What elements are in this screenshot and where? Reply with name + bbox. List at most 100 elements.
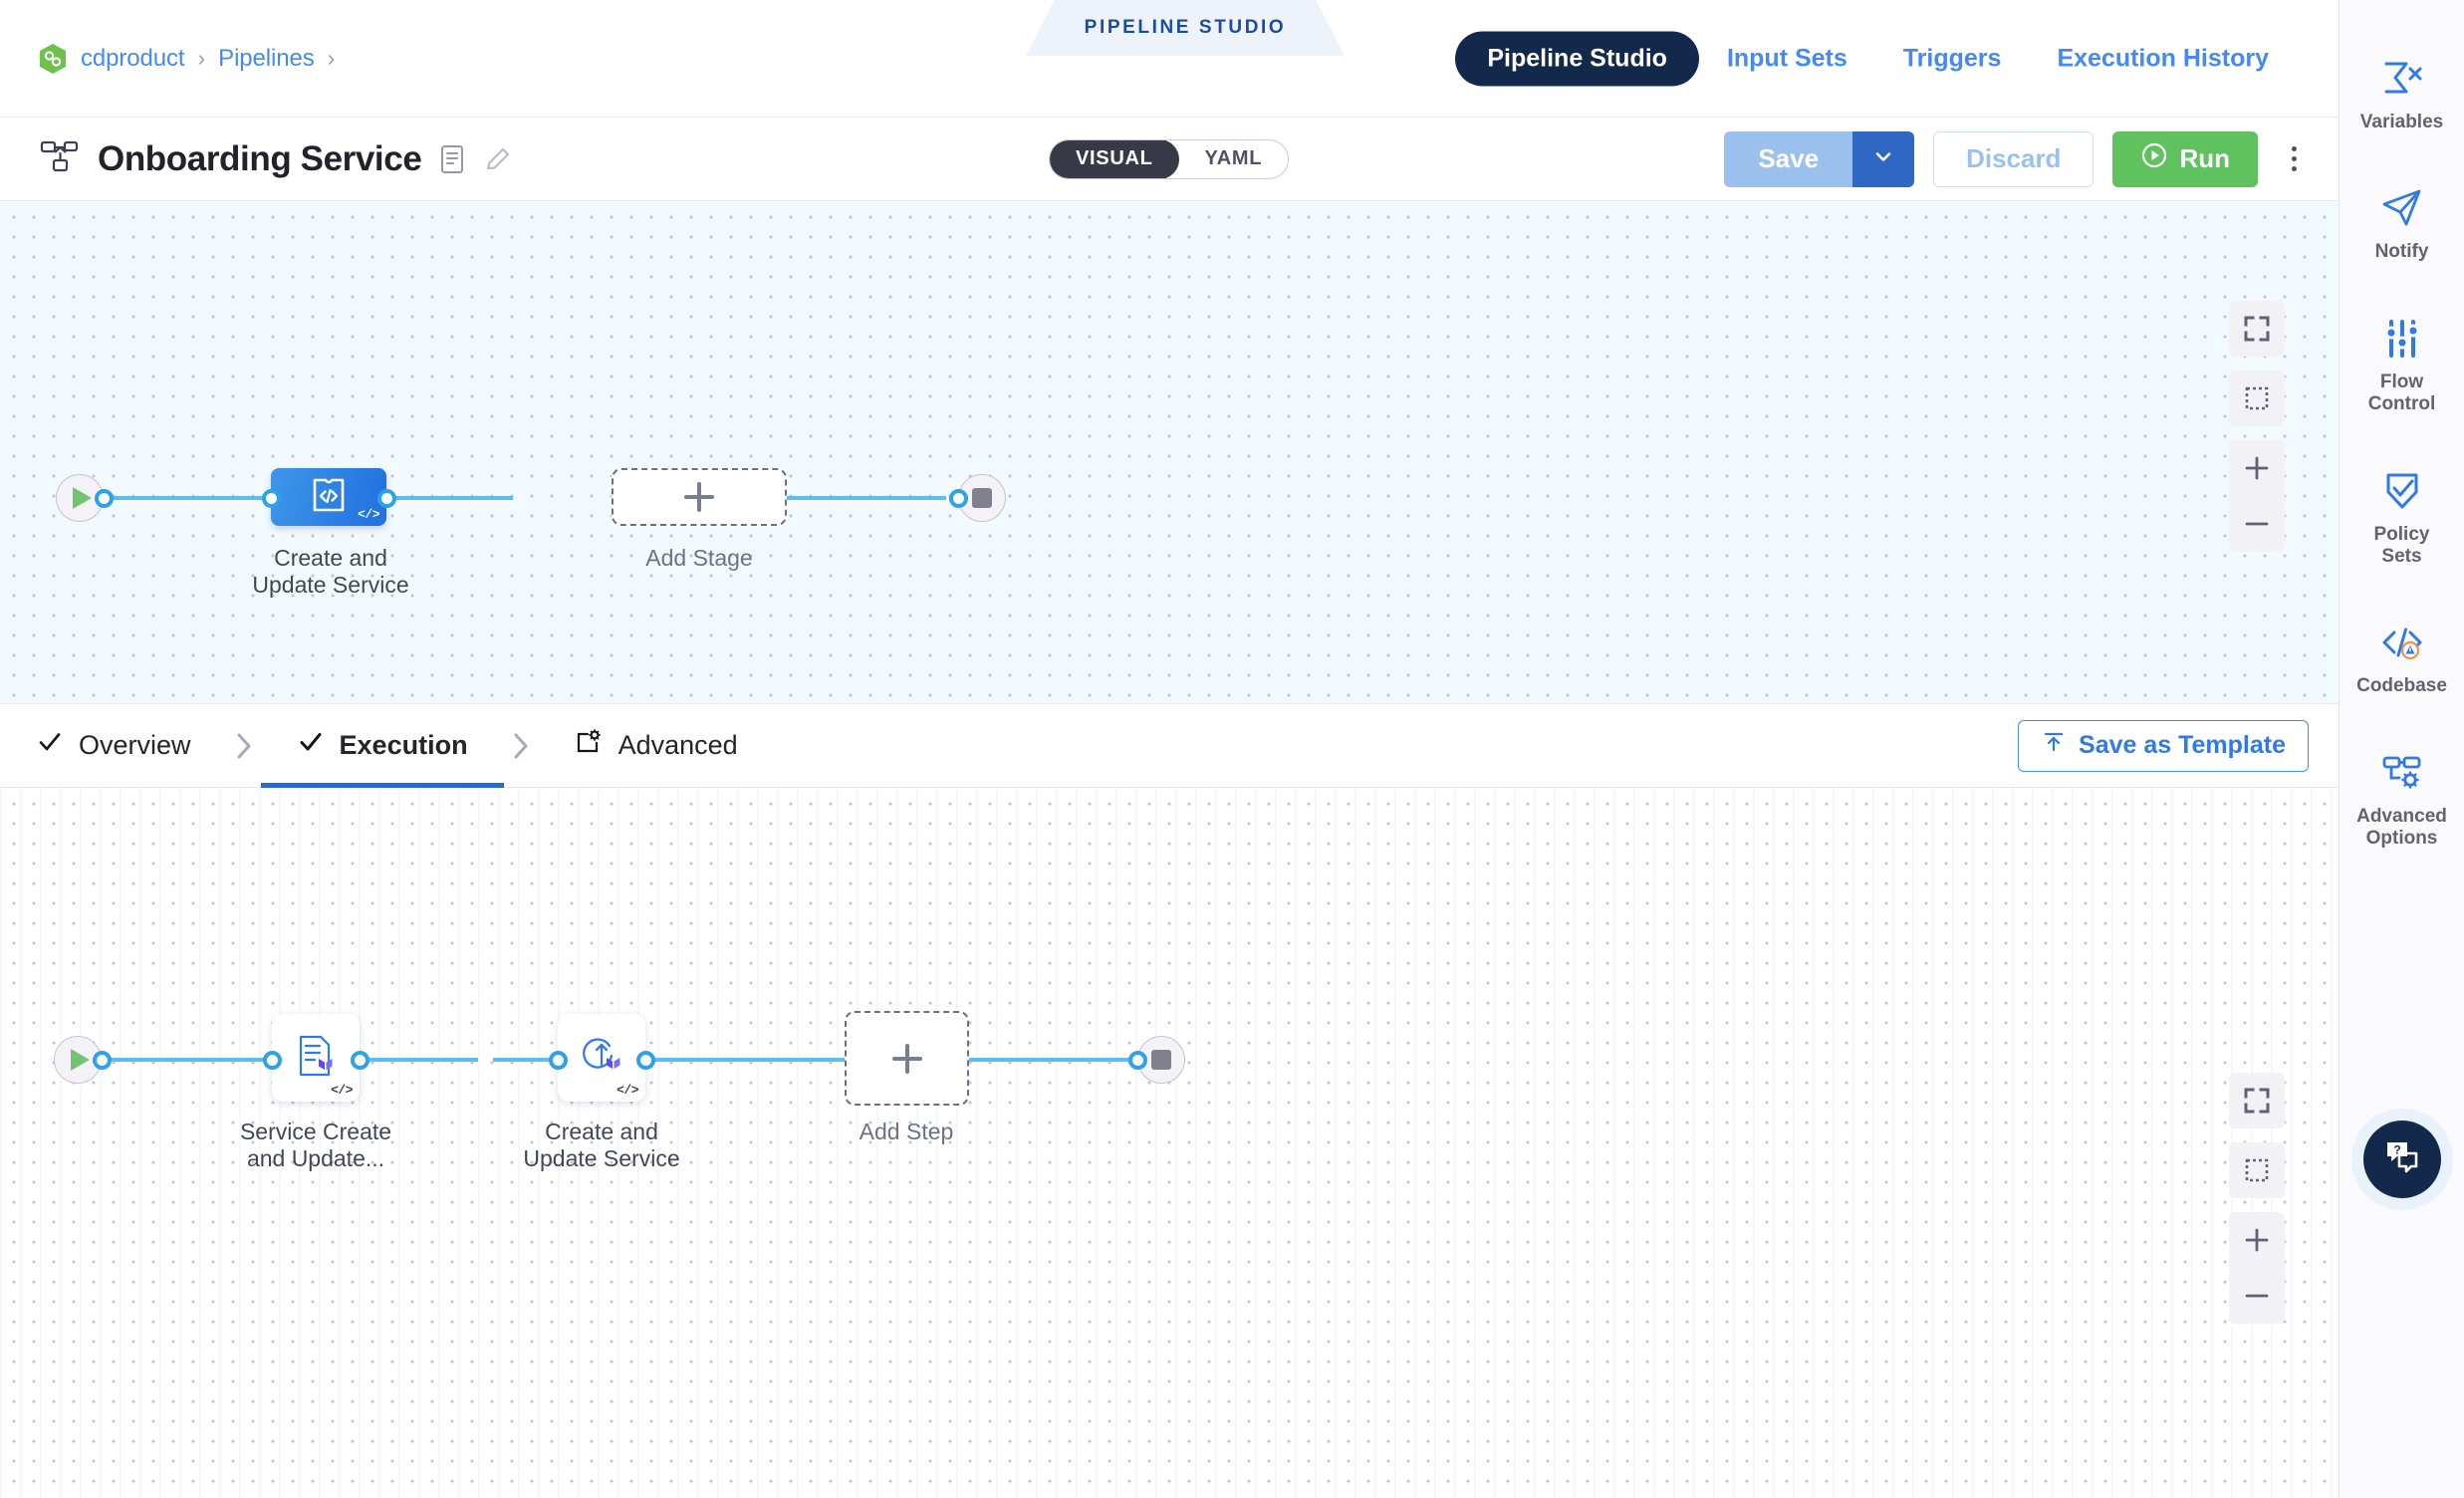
sidebar-item-variables[interactable]: Variables — [2340, 30, 2464, 159]
pipeline-title-bar: Onboarding Service VISUAL YAML — [0, 118, 2339, 201]
toggle-option-visual[interactable]: VISUAL — [1050, 139, 1179, 179]
add-step-label: Add Step — [787, 1119, 1026, 1145]
discard-button[interactable]: Discard — [1933, 131, 2094, 187]
tab-execution[interactable]: Execution — [261, 704, 504, 787]
right-sidebar: Variables Notify Flow Control — [2339, 0, 2464, 1498]
tab-execution-history[interactable]: Execution History — [2029, 31, 2297, 86]
connector-port[interactable] — [95, 489, 114, 508]
stage-canvas[interactable]: </> Create and Update Service Add Stage — [0, 201, 2339, 704]
connector-port[interactable] — [1128, 1051, 1147, 1070]
template-badge: </> — [358, 507, 379, 522]
save-button[interactable]: Save — [1724, 131, 1852, 187]
connector-port[interactable] — [262, 489, 281, 508]
sidebar-item-label: Flow Control — [2368, 372, 2436, 416]
step-node-label: Service Create and Update... — [196, 1119, 435, 1172]
tab-input-sets[interactable]: Input Sets — [1699, 31, 1875, 86]
step-node-create-and-update-service[interactable]: </> — [558, 1014, 645, 1102]
template-badge: </> — [616, 1083, 638, 1098]
sidebar-item-flow-control[interactable]: Flow Control — [2340, 290, 2464, 442]
connector-line — [493, 1058, 852, 1062]
help-chat-icon: ? — [2381, 1138, 2423, 1181]
breadcrumb-item-cdproduct[interactable]: cdproduct — [81, 45, 185, 73]
play-start-icon — [73, 487, 92, 509]
title-left-group: Onboarding Service — [0, 139, 513, 179]
breadcrumb-separator: › — [328, 45, 336, 72]
help-chat-button[interactable]: ? — [2363, 1121, 2441, 1198]
custom-stage-icon — [308, 474, 350, 521]
paper-plane-icon — [2380, 185, 2424, 231]
stage-node-create-and-update-service[interactable]: </> — [271, 468, 386, 526]
save-button-group: Save — [1724, 131, 1914, 187]
stage-canvas-zoom-controls — [2229, 301, 2285, 552]
connector-port[interactable] — [377, 489, 396, 508]
sigma-variables-icon — [2380, 56, 2424, 102]
breadcrumb-bar: cdproduct › Pipelines › PIPELINE STUDIO … — [0, 0, 2339, 118]
save-as-template-label: Save as Template — [2079, 731, 2286, 760]
toggle-option-yaml[interactable]: YAML — [1179, 139, 1289, 179]
tab-overview[interactable]: Overview — [0, 704, 227, 787]
sidebar-item-label: Advanced Options — [2356, 806, 2447, 851]
tab-advanced[interactable]: Advanced — [538, 704, 774, 787]
pipeline-studio-banner-label: PIPELINE STUDIO — [1085, 17, 1287, 39]
sidebar-item-advanced-options[interactable]: Advanced Options — [2340, 724, 2464, 876]
description-icon[interactable] — [439, 143, 465, 175]
terraform-apply-icon — [578, 1032, 625, 1085]
title-actions: Save Discard — [1724, 131, 2311, 187]
zoom-in-icon[interactable] — [2229, 440, 2285, 496]
sidebar-item-codebase[interactable]: Codebase — [2340, 594, 2464, 723]
connector-port[interactable] — [93, 1051, 112, 1070]
connector-port[interactable] — [351, 1051, 370, 1070]
run-button[interactable]: Run — [2112, 131, 2258, 187]
connector-port[interactable] — [549, 1051, 568, 1070]
save-template-upload-icon — [2041, 729, 2067, 762]
step-node-service-create-and-update[interactable]: </> — [272, 1014, 360, 1102]
run-button-label: Run — [2179, 143, 2230, 174]
chevron-right-icon — [504, 704, 538, 787]
kebab-menu-icon[interactable] — [2277, 138, 2311, 179]
zoom-out-icon[interactable] — [2229, 496, 2285, 552]
pipeline-nodes-icon — [40, 139, 80, 178]
selection-box-icon[interactable] — [2229, 371, 2285, 426]
save-as-template-button[interactable]: Save as Template — [2018, 720, 2309, 772]
sidebar-item-label: Variables — [2360, 112, 2443, 133]
page-title: Onboarding Service — [98, 139, 421, 179]
pencil-edit-icon[interactable] — [483, 144, 513, 174]
sidebar-item-label: Codebase — [2356, 675, 2447, 697]
check-icon — [297, 728, 325, 763]
advanced-options-icon — [2379, 750, 2425, 796]
visual-yaml-toggle[interactable]: VISUAL YAML — [1049, 139, 1289, 179]
breadcrumb-item-pipelines[interactable]: Pipelines — [218, 45, 315, 73]
add-stage-button[interactable] — [612, 468, 787, 526]
connector-port[interactable] — [263, 1051, 282, 1070]
tab-pipeline-studio[interactable]: Pipeline Studio — [1455, 31, 1699, 86]
shield-check-icon — [2380, 468, 2424, 514]
tab-advanced-label: Advanced — [618, 730, 738, 761]
execution-steps-canvas[interactable]: </> Service Create and Update... </> — [0, 788, 2339, 1498]
sidebar-item-notify[interactable]: Notify — [2340, 159, 2464, 289]
advanced-gear-icon — [574, 727, 604, 764]
step-canvas-zoom-controls — [2229, 1073, 2285, 1324]
selection-box-icon[interactable] — [2229, 1142, 2285, 1198]
step-node-label: Create and Update Service — [482, 1119, 721, 1172]
tab-overview-label: Overview — [79, 730, 191, 761]
top-nav-tabs: Pipeline Studio Input Sets Triggers Exec… — [1455, 31, 2297, 86]
sliders-icon — [2380, 316, 2424, 362]
main-column: cdproduct › Pipelines › PIPELINE STUDIO … — [0, 0, 2339, 1498]
sidebar-item-label: Notify — [2375, 241, 2429, 263]
breadcrumb-separator: › — [198, 45, 206, 72]
check-icon — [36, 728, 64, 763]
zoom-out-icon[interactable] — [2229, 1268, 2285, 1324]
tab-triggers[interactable]: Triggers — [1875, 31, 2030, 86]
connector-port[interactable] — [636, 1051, 655, 1070]
fit-to-screen-icon[interactable] — [2229, 301, 2285, 357]
codebase-warning-icon — [2379, 620, 2425, 665]
stage-config-tabs: Overview Execution — [0, 704, 2339, 788]
zoom-stack — [2229, 1212, 2285, 1324]
sidebar-item-policy-sets[interactable]: Policy Sets — [2340, 442, 2464, 595]
add-step-button[interactable] — [845, 1011, 969, 1106]
save-dropdown-button[interactable] — [1852, 131, 1914, 187]
connector-port[interactable] — [949, 489, 968, 508]
play-start-icon — [71, 1049, 90, 1071]
fit-to-screen-icon[interactable] — [2229, 1073, 2285, 1128]
zoom-in-icon[interactable] — [2229, 1212, 2285, 1268]
